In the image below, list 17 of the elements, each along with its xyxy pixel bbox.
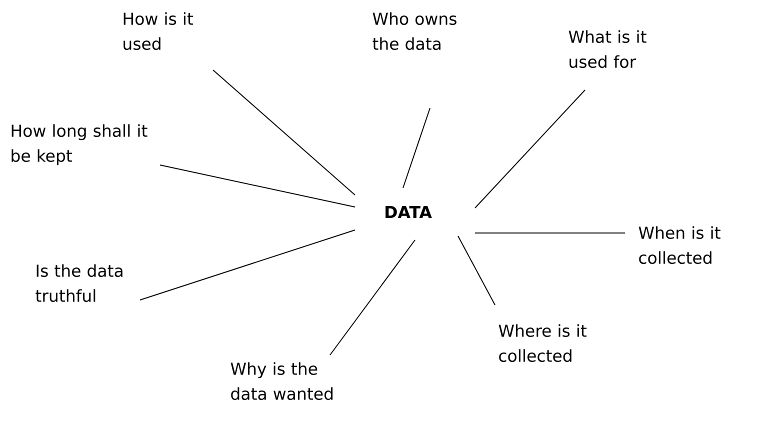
connector-line: [458, 236, 496, 306]
question-text: Is the data truthful: [36, 264, 122, 302]
question-text: How is it used: [124, 12, 194, 50]
connector-line: [474, 90, 586, 208]
connector-line: [212, 70, 356, 196]
question-text: Who owns the data: [372, 12, 456, 50]
connector-line: [160, 164, 356, 208]
question-text: Where is it collected: [498, 324, 587, 362]
connector-line: [474, 232, 626, 234]
connector-line: [330, 240, 416, 356]
question-text: When is it collected: [638, 226, 720, 264]
question-text: Why is the data wanted: [230, 362, 333, 400]
question-text: How long shall it be kept: [12, 124, 148, 166]
connector-line: [140, 230, 356, 300]
question-text: What is it used for: [568, 30, 646, 68]
center-label: DATA: [386, 206, 432, 218]
connector-line: [402, 108, 430, 188]
